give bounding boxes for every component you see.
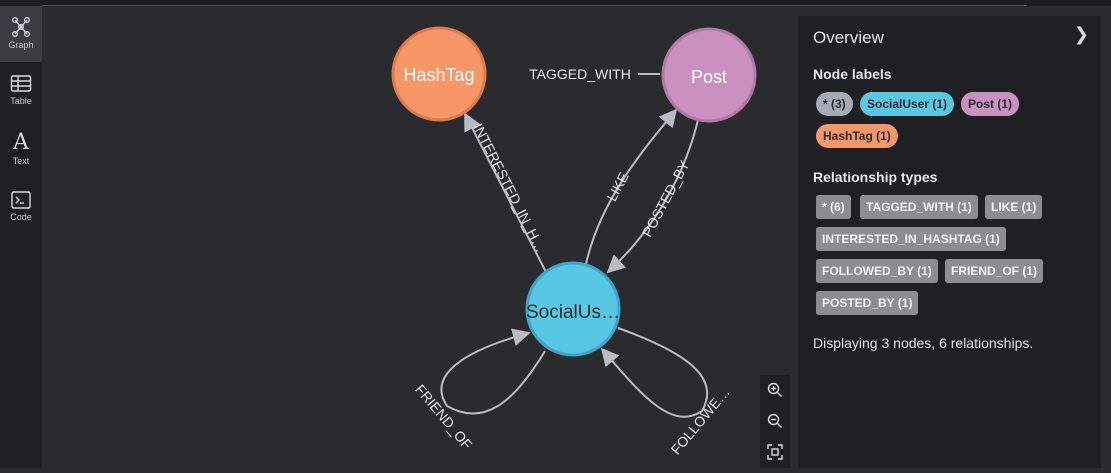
node-label-chip-all[interactable]: * (3): [816, 92, 853, 116]
rel-type-tag-like[interactable]: LIKE (1): [985, 195, 1043, 219]
panel-title: Overview: [813, 28, 884, 47]
node-post[interactable]: Post: [661, 27, 757, 123]
zoom-out-button[interactable]: [760, 406, 790, 437]
table-icon: [10, 75, 32, 92]
overview-panel: ❯ Overview Node labels * (3) SocialUser …: [798, 16, 1101, 468]
node-label-chip-hashtag[interactable]: HashTag (1): [816, 124, 898, 148]
rel-line-posted-by[interactable]: [606, 119, 699, 274]
rel-type-tag-followed-by[interactable]: FOLLOWED_BY (1): [816, 259, 938, 283]
node-label-chip-post[interactable]: Post (1): [961, 92, 1020, 116]
rel-label-like[interactable]: LIKE: [603, 169, 631, 203]
node-label: HashTag: [403, 65, 474, 85]
zoom-in-icon: [767, 382, 782, 397]
rel-label-bg: [523, 64, 638, 84]
code-icon: [11, 191, 31, 209]
node-label-chip-socialuser[interactable]: SocialUser (1): [860, 92, 955, 116]
graph-canvas[interactable]: TAGGED_WITH INTERESTED_IN_H… LIKE POSTED…: [42, 6, 798, 468]
zoom-out-icon: [767, 413, 782, 428]
sidebar-item-label: Table: [10, 96, 32, 106]
top-divider: [42, 0, 1027, 6]
node-circle[interactable]: [391, 26, 487, 122]
graph-svg[interactable]: TAGGED_WITH INTERESTED_IN_H… LIKE POSTED…: [42, 6, 798, 468]
rel-type-tag-tagged-with[interactable]: TAGGED_WITH (1): [860, 195, 978, 219]
rel-label-posted-by[interactable]: POSTED_BY: [639, 157, 693, 239]
node-hashtag[interactable]: HashTag: [391, 26, 487, 122]
zoom-in-button[interactable]: [760, 375, 790, 406]
view-sidebar: Graph Table A Text Code: [0, 6, 42, 468]
rel-label-followed-by[interactable]: FOLLOWE…: [668, 384, 733, 457]
node-circle[interactable]: [525, 261, 621, 357]
top-bar: [0, 0, 1111, 6]
sidebar-item-label: Code: [10, 212, 32, 222]
rel-type-tag-friend-of[interactable]: FRIEND_OF (1): [945, 259, 1044, 283]
rel-label-friend-of[interactable]: FRIEND_OF: [412, 381, 475, 452]
relationship-types-heading: Relationship types: [813, 169, 938, 185]
fit-screen-button[interactable]: [760, 437, 790, 468]
sidebar-item-table[interactable]: Table: [0, 64, 42, 120]
graph-icon: [12, 17, 30, 37]
chevron-right-icon[interactable]: ❯: [1073, 24, 1089, 44]
rel-line-like[interactable]: [585, 108, 678, 265]
graph-status-text: Displaying 3 nodes, 6 relationships.: [813, 335, 1034, 351]
fit-screen-icon: [767, 444, 783, 460]
rel-type-tag-all[interactable]: * (6): [816, 195, 851, 219]
sidebar-item-text[interactable]: A Text: [0, 122, 42, 178]
rel-label-interested-in[interactable]: INTERESTED_IN_H…: [470, 121, 549, 255]
rel-line-friend-of[interactable]: [440, 328, 546, 415]
rel-line-followed-by[interactable]: [600, 327, 709, 418]
node-labels-heading: Node labels: [813, 66, 892, 82]
sidebar-item-label: Graph: [8, 40, 34, 50]
sidebar-item-label: Text: [12, 156, 30, 166]
rel-line-interested-in[interactable]: [464, 112, 548, 275]
sidebar-item-graph[interactable]: Graph: [0, 6, 42, 62]
node-circle[interactable]: [661, 27, 757, 123]
node-socialuser[interactable]: SocialUs…: [525, 261, 621, 357]
node-label: SocialUs…: [526, 302, 620, 323]
rel-type-tag-posted-by[interactable]: POSTED_BY (1): [816, 291, 919, 315]
sidebar-item-code[interactable]: Code: [0, 180, 42, 236]
rel-label-tagged-with[interactable]: TAGGED_WITH: [529, 66, 631, 82]
node-label: Post: [691, 67, 727, 87]
text-icon: A: [13, 130, 29, 155]
rel-type-tag-interested-in-hashtag[interactable]: INTERESTED_IN_HASHTAG (1): [816, 227, 1006, 251]
zoom-controls: [760, 375, 790, 468]
